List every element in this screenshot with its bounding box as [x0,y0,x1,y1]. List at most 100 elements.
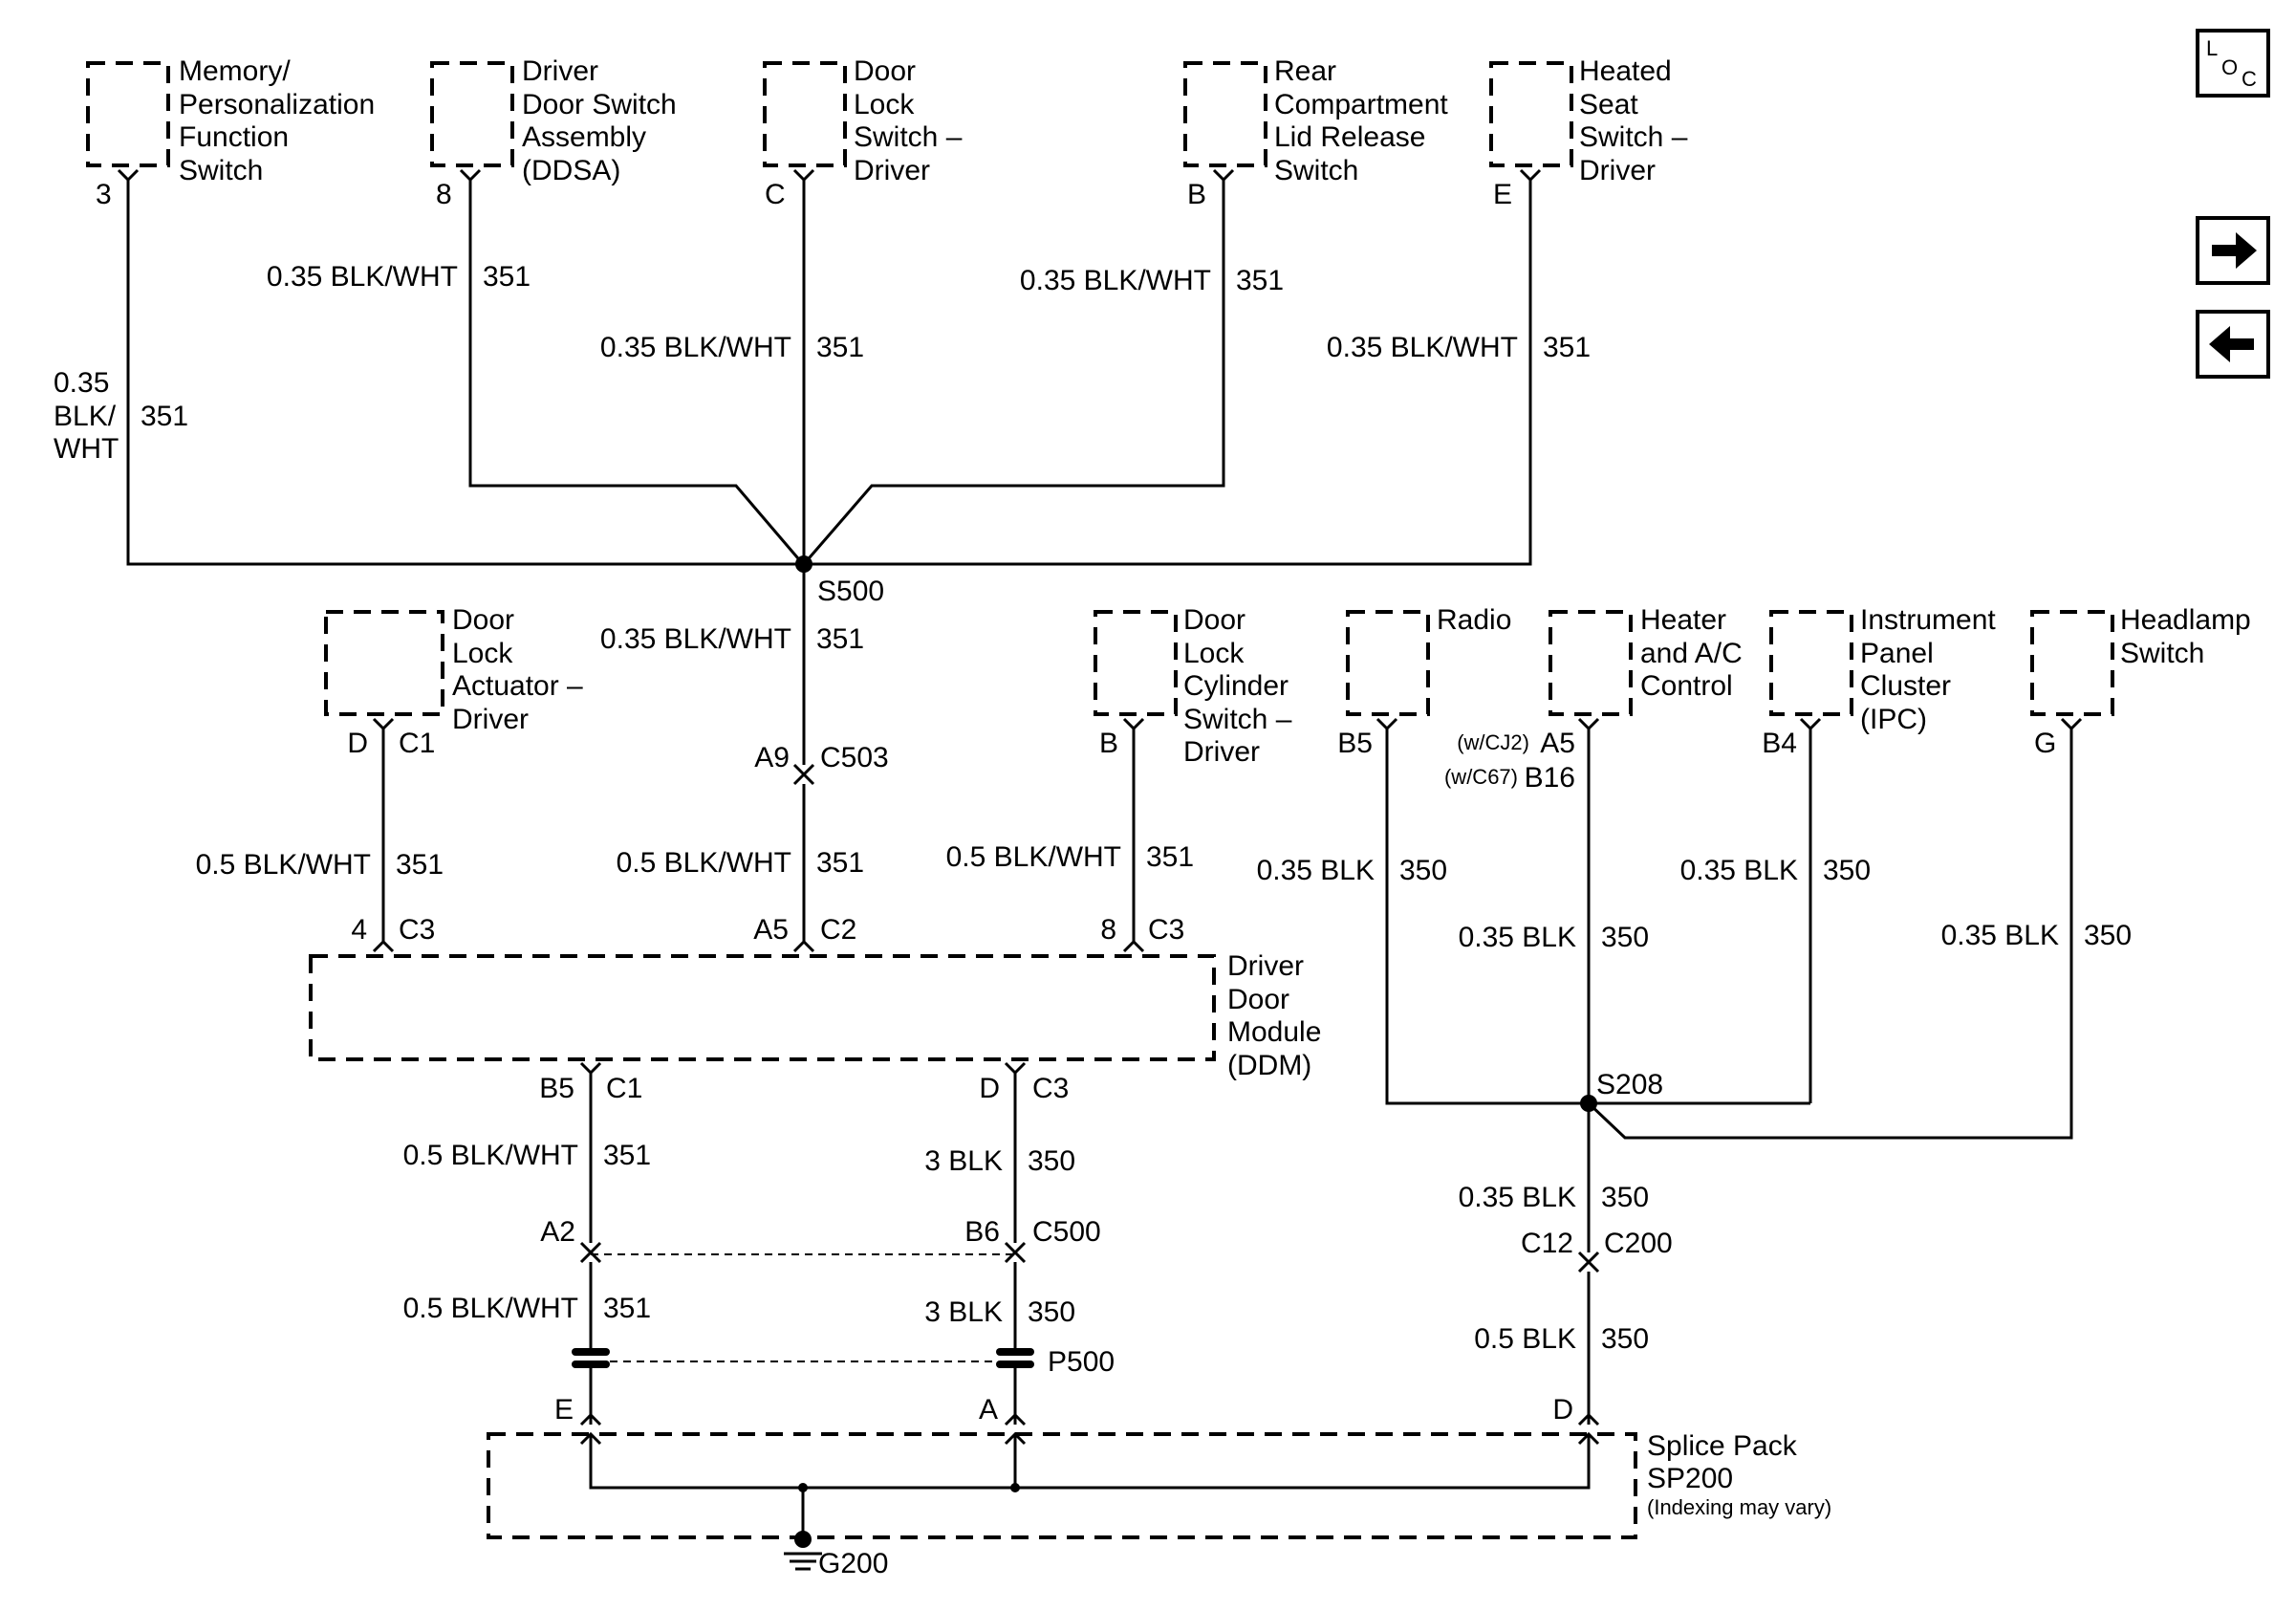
memory-function-switch-label: Memory/ Personalization Function Switch [179,55,375,186]
ddm-c2-pin: A5 [753,914,789,946]
hvac-control-label: Heater and A/C Control [1640,604,1743,702]
door-lock-switch-driver-box [763,61,847,167]
hvac-c67-pin: B16 [1525,762,1575,794]
cylinder-wire-label: 0.5 BLK/WHT [946,841,1121,873]
door-lock-cylinder-switch-box [1094,610,1178,716]
c503-down-wire-label: 0.5 BLK/WHT [617,847,791,879]
ipc-wire-circuit: 350 [1823,855,1871,886]
heated-seat-wire-label: 0.35 BLK/WHT [1327,332,1518,363]
ddm-c3-bottom-conn: C3 [1032,1073,1069,1104]
door-lock-actuator-box [324,610,444,716]
svg-text:Heated: Heated [1579,55,1672,87]
arrow-right-glyph [2212,232,2257,269]
headlamp-switch-box [2030,610,2114,716]
c200-down-wire-label: 0.5 BLK [1474,1323,1576,1355]
wire-headlamp-to-s208 [1587,729,2073,1140]
loc-button[interactable]: L O C [2196,29,2270,98]
ddsa-label: Driver Door Switch Assembly (DDSA) [522,55,677,186]
s500-down-wire-label: 0.35 BLK/WHT [600,623,791,655]
hvac-wire-label: 0.35 BLK [1459,922,1576,953]
c503-pin: A9 [754,742,790,773]
ddsa-box [430,61,514,167]
s208-down-wire-label: 0.35 BLK [1459,1182,1576,1213]
svg-text:Door: Door [452,604,514,636]
svg-text:BLK/: BLK/ [54,401,117,432]
heated-seat-pin: E [1493,179,1512,210]
splice-pack-label: Splice Pack SP200 (Indexing may vary) [1647,1430,1831,1519]
s500-label: S500 [817,576,884,607]
splice-pack-note: (Indexing may vary) [1647,1495,1831,1519]
radio-pin-terminal [1375,717,1398,731]
door-lock-actuator-label: Door Lock Actuator – Driver [452,604,583,735]
c500-conn: C500 [1032,1216,1101,1248]
ddm-c3-wire-circuit: 350 [1028,1145,1075,1177]
svg-text:Door: Door [854,55,916,87]
svg-text:Headlamp: Headlamp [2120,604,2251,636]
ddm-c3-right-conn: C3 [1148,914,1184,946]
radio-wire-circuit: 350 [1399,855,1447,886]
previous-page-button[interactable] [2196,310,2270,379]
svg-text:0.35: 0.35 [54,367,109,399]
hvac-control-box [1549,610,1633,716]
rear-compartment-wire-circuit: 351 [1236,265,1284,296]
ground-icon [784,1531,822,1571]
wire-ddsa [468,180,805,565]
c500-left-wire-circuit: 351 [603,1293,651,1324]
actuator-pin-terminal [372,717,395,731]
ddm-c3-bottom-pin: D [979,1073,1000,1104]
ipc-box [1769,610,1853,716]
sp-bus-node-a [1010,1483,1020,1492]
cylinder-pin: B [1099,728,1118,759]
c500-left-connector-icon [579,1241,602,1264]
svg-text:Splice Pack: Splice Pack [1647,1430,1798,1462]
svg-text:Control: Control [1640,670,1733,702]
headlamp-wire-label: 0.35 BLK [1941,920,2059,951]
hvac-cj2-note: (w/CJ2) [1457,730,1529,754]
svg-text:Lid Release: Lid Release [1274,121,1425,153]
c500-right-wire-circuit: 350 [1028,1296,1075,1328]
actuator-pin: D [347,728,368,759]
heated-seat-switch-label: Heated Seat Switch – Driver [1579,55,1688,186]
p500-label: P500 [1048,1346,1115,1378]
memory-wire-circuit: 351 [141,401,188,432]
next-page-button[interactable] [2196,216,2270,285]
svg-text:Cluster: Cluster [1860,670,1951,702]
rear-compartment-pin-terminal [1212,168,1235,183]
ddm-c2-terminal [792,939,815,953]
rear-compartment-pin: B [1187,179,1206,210]
splice-pack-bus [589,1434,1591,1490]
sp-e-pin: E [554,1394,574,1426]
ddm-c3-right-pin: 8 [1100,914,1116,946]
c500-right-connector-icon [1004,1241,1027,1264]
hvac-wire-circuit: 350 [1601,922,1649,953]
svg-text:Door: Door [1227,984,1289,1015]
hvac-pin-terminal [1577,717,1600,731]
c500-right-pin: B6 [964,1216,1000,1248]
radio-label: Radio [1437,604,1511,636]
door-lock-switch-wire-label: 0.35 BLK/WHT [600,332,791,363]
ddm-c3-right-terminal [1122,939,1145,953]
memory-wire-label: 0.35 BLK/ WHT [54,367,119,465]
ddm-c3-left-terminal [372,939,395,953]
loc-letter-o: O [2221,55,2238,79]
radio-pin: B5 [1337,728,1373,759]
ddsa-pin: 8 [436,179,452,210]
c503-down-wire-circuit: 351 [816,847,864,879]
ddm-c3-bottom-terminal [1004,1061,1027,1076]
actuator-conn: C1 [399,728,435,759]
ddm-c2-conn: C2 [820,914,856,946]
loc-icon[interactable] [2196,29,2270,98]
c200-down-wire-circuit: 350 [1601,1323,1649,1355]
s208-label: S208 [1596,1069,1663,1100]
p500-left-grommet-icon [572,1348,610,1368]
c503-conn: C503 [820,742,889,773]
svg-text:Driver: Driver [522,55,598,87]
radio-box [1346,610,1430,716]
heated-seat-pin-terminal [1519,168,1542,183]
svg-text:WHT: WHT [54,433,119,465]
sp-d-pin: D [1552,1394,1573,1426]
s500-down-wire-circuit: 351 [816,623,864,655]
c500-left-pin: A2 [540,1216,575,1248]
svg-text:Assembly: Assembly [522,121,646,153]
svg-text:Memory/: Memory/ [179,55,291,87]
